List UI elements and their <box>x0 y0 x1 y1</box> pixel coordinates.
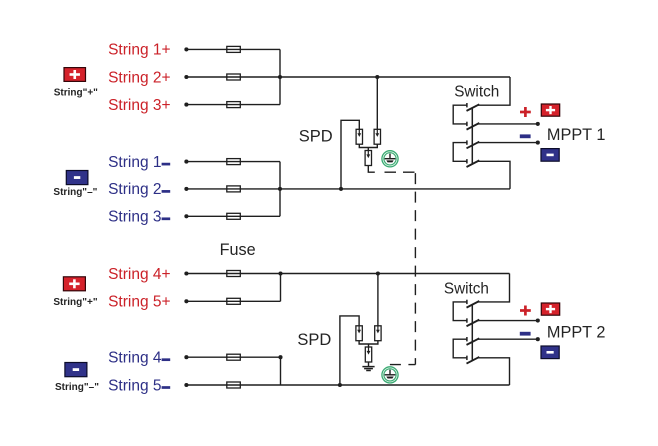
svg-text:String 4: String 4 <box>108 350 162 367</box>
svg-text:String 5: String 5 <box>108 377 161 394</box>
svg-text:String 5+: String 5+ <box>108 294 170 311</box>
svg-text:String"–": String"–" <box>53 187 97 198</box>
svg-text:MPPT 2: MPPT 2 <box>547 323 606 341</box>
svg-text:SPD: SPD <box>297 331 331 349</box>
svg-text:String 4+: String 4+ <box>108 266 170 283</box>
svg-text:String 3: String 3 <box>108 209 161 226</box>
svg-text:Switch: Switch <box>454 84 499 101</box>
svg-text:String"+": String"+" <box>54 87 98 98</box>
svg-text:String 1+: String 1+ <box>108 42 170 59</box>
svg-text:MPPT 1: MPPT 1 <box>547 126 606 144</box>
svg-text:Fuse: Fuse <box>220 241 256 259</box>
svg-text:SPD: SPD <box>299 127 333 145</box>
svg-text:String 3+: String 3+ <box>108 97 170 114</box>
svg-text:String 1: String 1 <box>108 154 161 171</box>
svg-text:String"+": String"+" <box>53 297 97 308</box>
svg-text:String 2: String 2 <box>108 181 161 198</box>
svg-text:String"–": String"–" <box>55 382 99 393</box>
svg-text:String 2+: String 2+ <box>108 69 170 86</box>
svg-text:Switch: Switch <box>444 281 489 298</box>
